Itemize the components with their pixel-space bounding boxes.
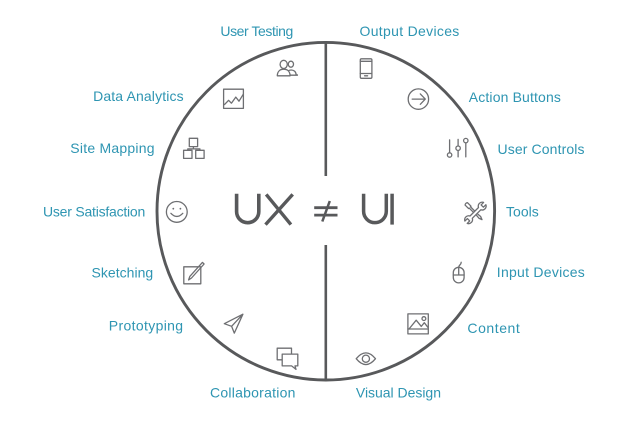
svg-text:Site Mapping: Site Mapping bbox=[70, 140, 154, 156]
svg-text:Collaboration: Collaboration bbox=[210, 385, 295, 401]
svg-text:User Controls: User Controls bbox=[498, 141, 585, 157]
svg-text:User Testing: User Testing bbox=[220, 23, 293, 39]
svg-text:Content: Content bbox=[467, 320, 520, 336]
svg-text:Data Analytics: Data Analytics bbox=[93, 88, 184, 104]
svg-text:Tools: Tools bbox=[506, 204, 539, 220]
svg-text:Output Devices: Output Devices bbox=[360, 23, 460, 39]
svg-text:Action Buttons: Action Buttons bbox=[469, 89, 561, 105]
svg-text:Sketching: Sketching bbox=[92, 264, 154, 280]
svg-text:Visual Design: Visual Design bbox=[356, 384, 441, 400]
svg-text:Input Devices: Input Devices bbox=[497, 264, 585, 280]
svg-text:Prototyping: Prototyping bbox=[109, 317, 183, 333]
svg-text:User Satisfaction: User Satisfaction bbox=[43, 204, 145, 220]
